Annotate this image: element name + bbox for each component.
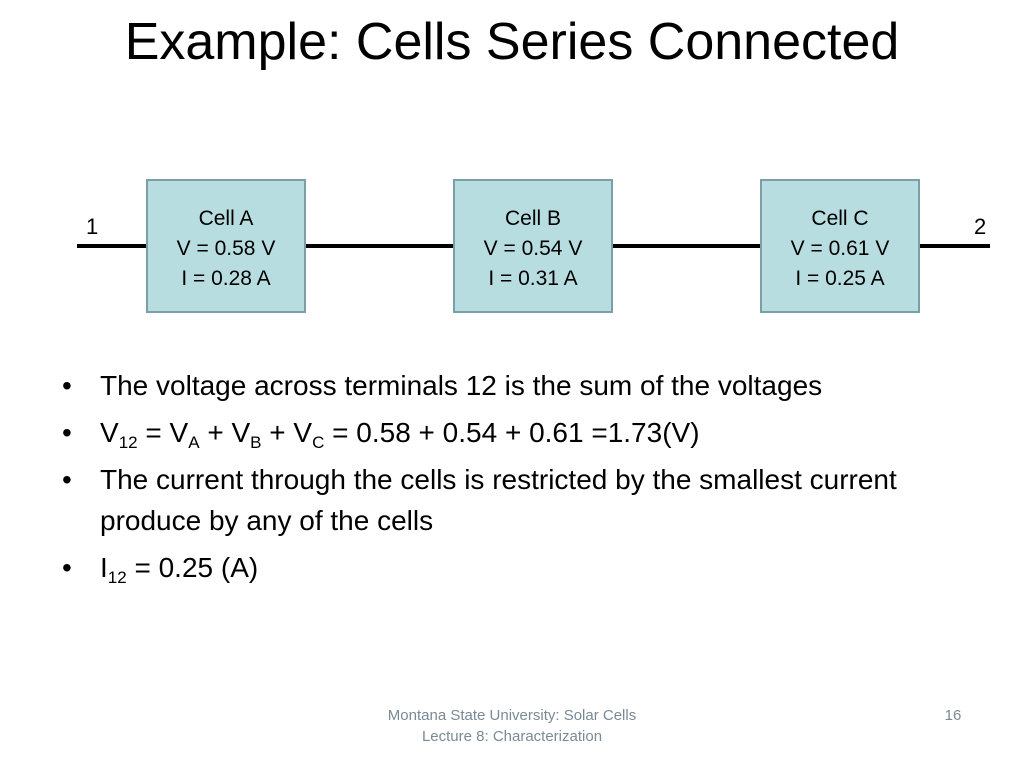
eq-c-sub: C bbox=[312, 433, 325, 452]
cell-a-name: Cell A bbox=[198, 207, 254, 230]
page-number: 16 bbox=[944, 707, 962, 724]
cell-c-current: I = 0.25 A bbox=[795, 267, 885, 290]
eq-result: = 0.58 + 0.54 + 0.61 =1.73(V) bbox=[324, 417, 700, 448]
eq-i-result: = 0.25 (A) bbox=[126, 552, 259, 583]
wire-left bbox=[77, 244, 146, 248]
cell-b-box: Cell B V = 0.54 V I = 0.31 A bbox=[453, 179, 613, 313]
cell-a-current: I = 0.28 A bbox=[181, 267, 271, 290]
footer-line-1: Montana State University: Solar Cells bbox=[387, 707, 637, 724]
slide-footer: Montana State University: Solar Cells Le… bbox=[362, 705, 662, 747]
bullet-voltage-sum: The voltage across terminals 12 is the s… bbox=[58, 365, 978, 406]
bullet-current-restriction: The current through the cells is restric… bbox=[58, 459, 978, 541]
cell-c-name: Cell C bbox=[811, 207, 869, 230]
terminal-label-2: 2 bbox=[974, 214, 987, 239]
cell-a-voltage: V = 0.58 V bbox=[176, 237, 276, 260]
footer-line-2: Lecture 8: Characterization bbox=[421, 728, 603, 745]
wire-right bbox=[918, 244, 990, 248]
eq-i: I bbox=[100, 552, 108, 583]
terminal-label-1: 1 bbox=[86, 214, 99, 239]
eq-i-sub: 12 bbox=[107, 568, 127, 587]
cell-a-box: Cell A V = 0.58 V I = 0.28 A bbox=[146, 179, 306, 313]
eq-v-sub: 12 bbox=[118, 433, 138, 452]
eq-a-sub: A bbox=[188, 433, 200, 452]
cell-b-name: Cell B bbox=[504, 207, 562, 230]
cell-b-voltage: V = 0.54 V bbox=[483, 237, 583, 260]
cell-c-box: Cell C V = 0.61 V I = 0.25 A bbox=[760, 179, 920, 313]
bullet-list: The voltage across terminals 12 is the s… bbox=[58, 365, 978, 594]
cell-c-voltage: V = 0.61 V bbox=[790, 237, 890, 260]
cell-b-current: I = 0.31 A bbox=[488, 267, 578, 290]
wire-a-b bbox=[304, 244, 454, 248]
wire-b-c bbox=[611, 244, 761, 248]
slide-title: Example: Cells Series Connected bbox=[124, 13, 900, 71]
bullet-voltage-equation: V12 = VA + VB + VC = 0.58 + 0.54 + 0.61 … bbox=[58, 412, 978, 453]
eq-equals-va: = V bbox=[137, 417, 189, 448]
bullet-current-equation: I12 = 0.25 (A) bbox=[58, 547, 978, 588]
eq-b-sub: B bbox=[250, 433, 262, 452]
eq-v: V bbox=[100, 417, 119, 448]
eq-plus-vb: + V bbox=[199, 417, 251, 448]
eq-plus-vc: + V bbox=[261, 417, 313, 448]
